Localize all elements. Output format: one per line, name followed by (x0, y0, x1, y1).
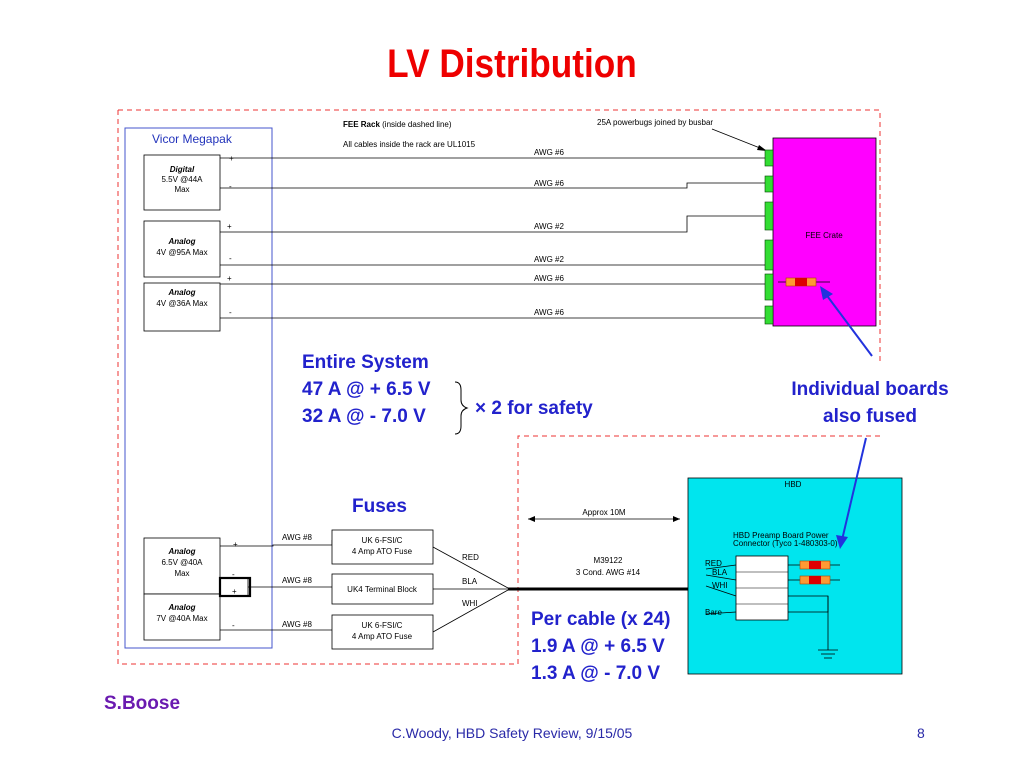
powerbug-connectors (764, 149, 774, 325)
individual-line2: also fused (823, 406, 917, 427)
module-digital-box (143, 154, 221, 211)
rack-boundary-bottom (117, 110, 880, 665)
awg-label: AWG #8 (282, 576, 312, 585)
fuse-label: UK 6-FSI/C (362, 536, 403, 545)
crate-fuse-symbol (778, 277, 830, 287)
vicor-megapak-box (124, 127, 273, 649)
fuse-box-2 (331, 614, 434, 650)
wire-plus: + (227, 222, 232, 231)
wire-plus: + (227, 274, 232, 283)
module-name: Analog (167, 603, 195, 612)
individual-boards-note: Individual boards also fused (770, 376, 970, 430)
module-spec: 5.5V @44A (161, 175, 203, 184)
awg-label: AWG #6 (534, 148, 564, 157)
rack-title: FEE Rack (inside dashed line) (343, 120, 452, 129)
wire-plus: + (233, 540, 238, 549)
individual-boards-arrow-bottom (841, 437, 867, 541)
connector-label: HBD Preamp Board Power (733, 531, 829, 540)
arrowhead (836, 535, 848, 549)
per-cable-line1: Per cable (x 24) (531, 609, 671, 630)
page-title: LV Distribution (387, 42, 637, 86)
powerbugs-arrow (711, 128, 766, 151)
hbd-fuse-symbols (799, 560, 831, 585)
module-analog-65-box (143, 537, 221, 595)
module-name: Analog (167, 288, 195, 297)
module-spec2: Max (174, 185, 189, 194)
entire-system-block: Entire System 47 A @ + 6.5 V 32 A @ - 7.… (302, 349, 462, 430)
cable-fan-in (432, 546, 509, 633)
wire-minus: - (229, 182, 232, 191)
module-name: Analog (167, 237, 195, 246)
powerbugs-arrowhead (757, 145, 767, 151)
awg-label: AWG #8 (282, 533, 312, 542)
wire-color: RED (462, 553, 479, 562)
module-spec: 7V @40A Max (156, 614, 207, 623)
per-cable-line3: 1.3 A @ - 7.0 V (531, 663, 661, 684)
fuse-box-1 (331, 529, 434, 565)
powerbugs-note: 25A powerbugs joined by busbar (597, 118, 713, 127)
cables-note: All cables inside the rack are UL1015 (343, 140, 476, 149)
module-analog-95-box (143, 220, 221, 278)
awg-label: AWG #6 (534, 179, 564, 188)
entire-system-line1: 47 A @ + 6.5 V (302, 379, 431, 400)
connector-label: Connector (Tyco 1-480303-0) (733, 539, 838, 548)
rack-boundary-top (118, 109, 881, 362)
module-spec: 6.5V @40A (161, 558, 203, 567)
wire-plus: + (232, 587, 237, 596)
module-analog-7-box (143, 593, 221, 641)
wire-minus: - (232, 621, 235, 630)
per-cable-block: Per cable (x 24) 1.9 A @ + 6.5 V 1.3 A @… (531, 606, 701, 687)
hbd-box (687, 477, 903, 675)
arrowhead (820, 286, 833, 300)
module-name: Digital (170, 165, 195, 174)
wire-plus: + (229, 154, 234, 163)
safety-factor: × 2 for safety (475, 398, 593, 419)
entire-system-line2: 32 A @ - 7.0 V (302, 406, 426, 427)
cable-part: M39122 (594, 556, 623, 565)
fuse-label: 4 Amp ATO Fuse (352, 632, 413, 641)
individual-boards-arrow-top (824, 292, 873, 357)
footer-text: C.Woody, HBD Safety Review, 9/15/05 (391, 725, 633, 741)
wire-color: BLA (462, 577, 478, 586)
awg-label: AWG #2 (534, 255, 564, 264)
per-cable-line2: 1.9 A @ + 6.5 V (531, 636, 665, 657)
wire-color: WHI (462, 599, 478, 608)
page-number: 8 (917, 725, 925, 741)
wire-minus: - (229, 254, 232, 263)
brace (454, 381, 469, 435)
wire-minus: - (232, 570, 235, 579)
fee-crate-label: FEE Crate (805, 231, 843, 240)
author-label: S.Boose (104, 693, 181, 714)
busbar-link (218, 576, 252, 598)
fuse-label: UK 6-FSI/C (362, 621, 403, 630)
entire-system-heading: Entire System (302, 352, 429, 373)
module-name: Analog (167, 547, 195, 556)
module-analog-36-box (143, 282, 221, 332)
terminal-label: UK4 Terminal Block (347, 585, 418, 594)
awg-label: AWG #2 (534, 222, 564, 231)
module-spec2: Max (174, 569, 189, 578)
pin-label: RED (705, 559, 722, 568)
cable-spec: 3 Cond. AWG #14 (576, 568, 641, 577)
awg-label: AWG #6 (534, 274, 564, 283)
wire-minus: - (229, 308, 232, 317)
rack-wires (220, 157, 765, 319)
pin-label: WHI (712, 581, 728, 590)
individual-line1: Individual boards (791, 379, 949, 400)
pin-label: Bare (705, 608, 722, 617)
fuse-wires (220, 540, 333, 631)
hbd-label: HBD (785, 480, 802, 489)
awg-label: AWG #6 (534, 308, 564, 317)
module-spec: 4V @95A Max (156, 248, 207, 257)
fuse-label: 4 Amp ATO Fuse (352, 547, 413, 556)
fuses-heading: Fuses (352, 496, 407, 517)
vicor-label: Vicor Megapak (152, 132, 233, 146)
module-spec: 4V @36A Max (156, 299, 207, 308)
pin-label: BLA (712, 568, 728, 577)
awg-label: AWG #8 (282, 620, 312, 629)
distance-label: Approx 10M (582, 508, 625, 517)
